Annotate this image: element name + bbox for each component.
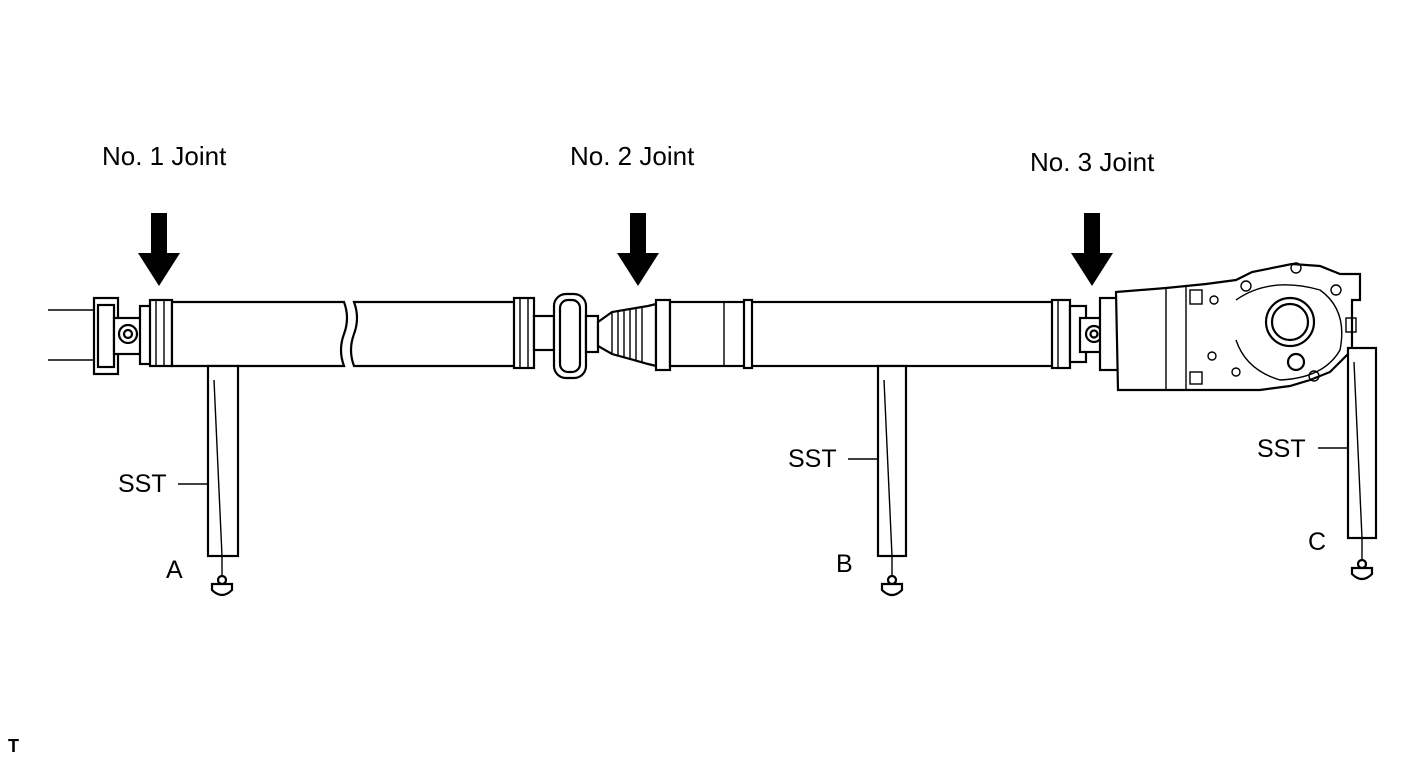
sst-b-label: SST	[788, 445, 837, 473]
sst-b-stand	[876, 364, 908, 597]
rear-shaft-tube	[668, 298, 1072, 370]
joint-2-cv-boot	[596, 298, 672, 372]
joint-2-label: No. 2 Joint	[570, 141, 695, 171]
point-c-label: C	[1308, 528, 1326, 556]
point-b-label: B	[836, 550, 853, 578]
center-bearing	[512, 292, 600, 380]
joint-3-arrow-icon	[1071, 213, 1113, 286]
sst-c-stand	[1346, 346, 1378, 581]
sst-a-stand	[206, 364, 240, 597]
joint-3-universal-joint	[1068, 296, 1122, 372]
sst-a-label: SST	[118, 470, 167, 498]
joint-1-universal-joint	[92, 296, 174, 376]
input-shaft-stub	[48, 309, 96, 361]
joint-1-arrow-icon	[138, 213, 180, 286]
front-shaft-tube	[170, 300, 518, 368]
point-a-label: A	[166, 556, 183, 584]
joint-1-label: No. 1 Joint	[102, 141, 227, 171]
joint-3-label: No. 3 Joint	[1030, 147, 1155, 177]
corner-mark: T	[8, 736, 19, 756]
differential-housing	[1114, 262, 1362, 392]
sst-c-label: SST	[1257, 435, 1306, 463]
joint-2-arrow-icon	[617, 213, 659, 286]
